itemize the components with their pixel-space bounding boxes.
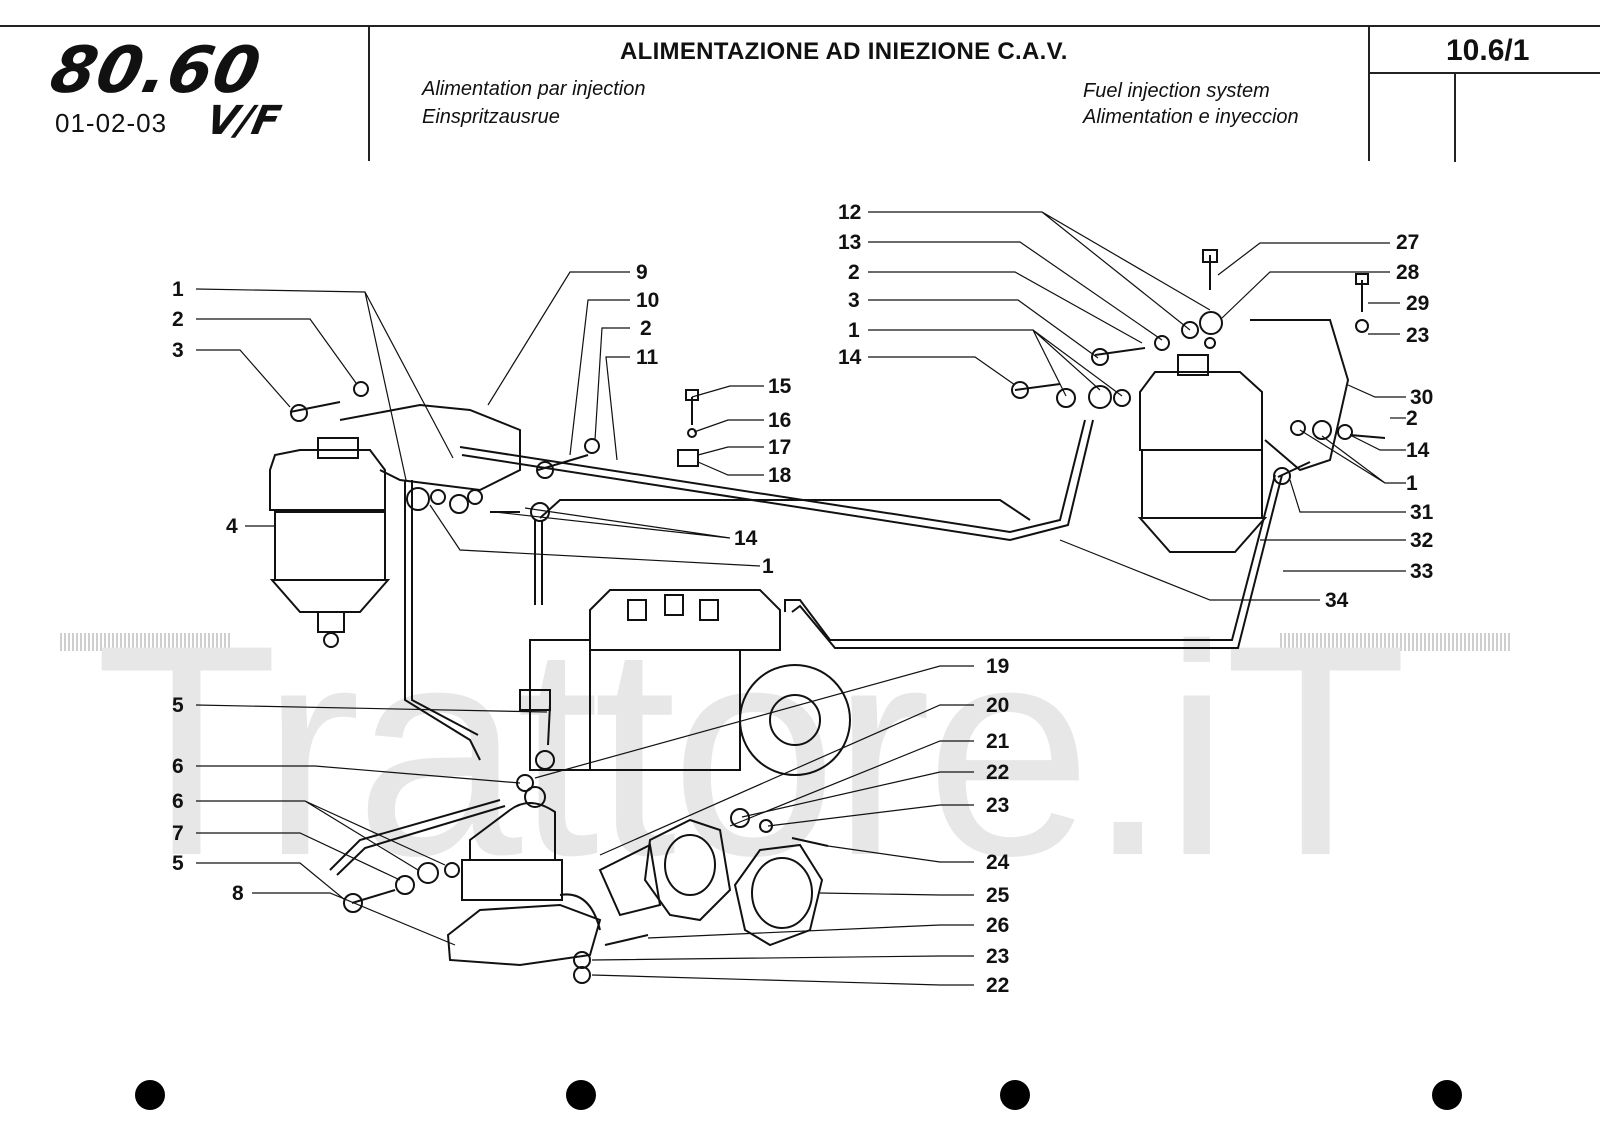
callout-24: 24 [986, 851, 1010, 874]
page-title: ALIMENTAZIONE AD INIEZIONE C.A.V. [620, 38, 1068, 65]
callout-14: 14 [838, 346, 862, 369]
callout-23: 23 [1406, 324, 1430, 347]
callout-29: 29 [1406, 292, 1430, 315]
callout-27: 27 [1396, 231, 1420, 254]
gasket [733, 843, 824, 947]
binder-hole [135, 1080, 165, 1110]
watermark-strip-right [1280, 633, 1510, 651]
callout-14: 14 [1406, 439, 1430, 462]
callout-30: 30 [1410, 386, 1434, 409]
callout-3: 3 [848, 289, 860, 312]
callout-1: 1 [762, 555, 774, 578]
callout-2: 2 [640, 317, 652, 340]
subtitle-en: Fuel injection system [1083, 80, 1270, 102]
callout-1: 1 [172, 278, 184, 301]
callout-2: 2 [848, 261, 860, 284]
callout-2: 2 [1406, 407, 1418, 430]
callout-21: 21 [986, 730, 1010, 753]
right-fuel-filter [1137, 319, 1350, 553]
watermark-strip-left [60, 633, 230, 651]
callout-12: 12 [838, 201, 862, 224]
callout-7: 7 [172, 822, 184, 845]
callout-19: 19 [986, 655, 1010, 678]
callout-2: 2 [172, 308, 184, 331]
callout-1: 1 [848, 319, 860, 342]
header-page-rule [1368, 72, 1600, 74]
callout-11: 11 [636, 346, 659, 369]
model-numbers: 01-02-03 [55, 108, 168, 138]
small-parts [289, 249, 1386, 984]
lift-pump [446, 786, 602, 967]
fuel-lines [329, 419, 1283, 876]
left-fuel-filter [269, 403, 521, 648]
callout-32: 32 [1410, 529, 1434, 552]
injection-pump [519, 589, 851, 776]
callout-5: 5 [172, 694, 184, 717]
callout-28: 28 [1396, 261, 1420, 284]
callout-4: 4 [226, 515, 238, 538]
callout-23: 23 [986, 945, 1010, 968]
callout-23: 23 [986, 794, 1010, 817]
callout-8: 8 [232, 882, 244, 905]
callout-31: 31 [1410, 501, 1434, 524]
binder-hole [566, 1080, 596, 1110]
binder-hole [1432, 1080, 1462, 1110]
callout-16: 16 [768, 409, 792, 432]
callout-3: 3 [172, 339, 184, 362]
binder-hole [1000, 1080, 1030, 1110]
callout-22: 22 [986, 761, 1010, 784]
callout-15: 15 [768, 375, 792, 398]
callout-34: 34 [1325, 589, 1349, 612]
leader-lines [195, 211, 1406, 986]
callout-1: 1 [1406, 472, 1418, 495]
callout-6: 6 [172, 755, 184, 778]
callout-17: 17 [768, 436, 792, 459]
page-number: 10.6/1 [1446, 34, 1530, 67]
callout-25: 25 [986, 884, 1010, 907]
subtitle-es: Alimentation e inyeccion [1083, 106, 1299, 128]
callout-22: 22 [986, 974, 1010, 997]
callout-5: 5 [172, 852, 184, 875]
subtitle-fr: Alimentation par injection [422, 78, 646, 100]
pump-flange [598, 818, 732, 922]
callout-10: 10 [636, 289, 660, 312]
header-divider-left [368, 25, 370, 161]
callout-20: 20 [986, 694, 1010, 717]
callout-9: 9 [636, 261, 648, 284]
callout-6: 6 [172, 790, 184, 813]
callout-13: 13 [838, 231, 862, 254]
callout-14: 14 [734, 527, 758, 550]
header-divider-right [1368, 25, 1370, 161]
callout-18: 18 [768, 464, 792, 487]
header-page-split [1454, 72, 1456, 162]
callout-33: 33 [1410, 560, 1434, 583]
subtitle-de: Einspritzausrue [422, 106, 560, 128]
header-top-rule [0, 25, 1600, 27]
callout-26: 26 [986, 914, 1010, 937]
